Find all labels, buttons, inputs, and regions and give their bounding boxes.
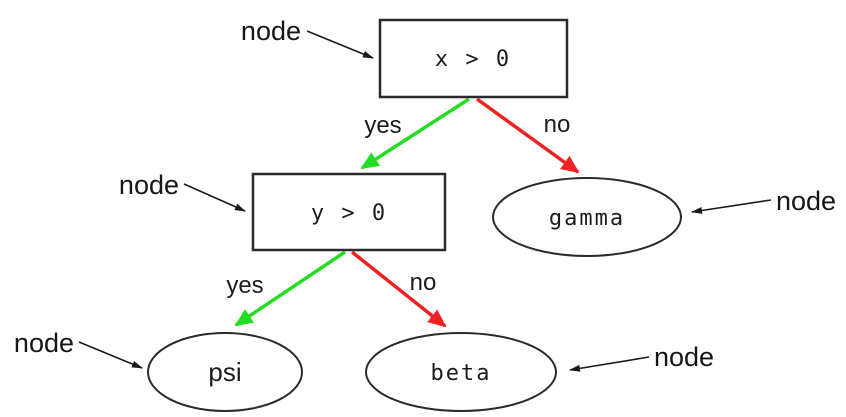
annotation-ycheck: node (119, 170, 247, 212)
edge-label-no-2: no (410, 269, 437, 296)
leaf-node-gamma-shape (492, 177, 682, 257)
leaf-node-psi: psi (147, 332, 303, 412)
decision-node-ycheck-label: y > 0 (311, 201, 387, 226)
edge-label-yes-2: yes (226, 272, 263, 299)
annotation-beta: node (568, 342, 714, 372)
edge-label-no-1: no (544, 111, 571, 138)
annotation-root: node (241, 16, 375, 59)
decision-node-ycheck: y > 0 (251, 172, 447, 252)
annotation-gamma: node (690, 186, 836, 216)
leaf-node-beta: beta (365, 332, 557, 412)
annotation-root-label: node (241, 16, 301, 46)
edge-root-yes (360, 97, 470, 170)
leaf-node-beta-label: beta (431, 361, 492, 386)
leaf-node-psi-shape (147, 332, 303, 412)
annotation-ycheck-arrow (183, 183, 247, 212)
annotation-gamma-label: node (776, 186, 836, 216)
edge-ycheck-no (350, 250, 447, 328)
annotation-ycheck-label: node (119, 170, 179, 200)
decision-node-ycheck-box (251, 172, 447, 252)
annotation-beta-arrow (568, 356, 650, 372)
annotation-psi-arrow (78, 341, 144, 369)
annotation-psi-label: node (14, 328, 74, 358)
edge-root-no (475, 97, 580, 174)
edge-label-yes-1: yes (364, 112, 401, 139)
edge-ycheck-yes (234, 250, 346, 327)
annotation-psi: node (14, 328, 144, 369)
decision-node-root-box (378, 18, 569, 99)
annotation-beta-label: node (654, 342, 714, 372)
leaf-node-gamma: gamma (492, 177, 682, 257)
leaf-node-gamma-label: gamma (549, 206, 625, 231)
annotation-gamma-arrow (690, 199, 772, 214)
annotation-root-arrow (306, 30, 375, 59)
decision-node-root-label: x > 0 (435, 47, 511, 72)
decision-node-root: x > 0 (378, 18, 569, 99)
leaf-node-psi-label: psi (208, 357, 241, 387)
leaf-node-beta-shape (365, 332, 557, 412)
